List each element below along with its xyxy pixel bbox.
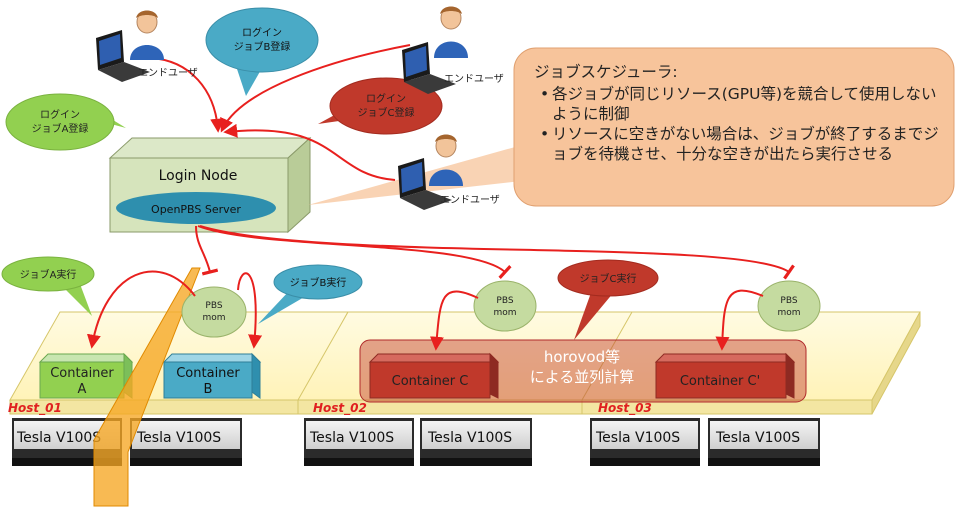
pbs-mom-line-2: mom — [493, 308, 516, 318]
host-01-label: Host_01 — [8, 401, 62, 416]
end-user-1: エンドユーザ — [96, 10, 198, 82]
gpu-label: Tesla V100S — [715, 430, 800, 446]
openpbs-server-label: OpenPBS Server — [151, 203, 241, 216]
dispatch-host-03 — [199, 225, 795, 280]
pbs-mom-line-2: mom — [777, 308, 800, 318]
arrow-user-3 — [223, 123, 396, 181]
gpu-label: Tesla V100S — [595, 430, 680, 446]
gpu-card: Tesla V100S — [708, 418, 820, 466]
gpu-label: Tesla V100S — [136, 430, 221, 446]
person-icon — [434, 6, 468, 58]
gpu-label: Tesla V100S — [309, 430, 394, 446]
openpbs-server — [116, 192, 276, 224]
gpu-label: Tesla V100S — [16, 430, 101, 446]
end-user-3: エンドユーザ — [398, 134, 500, 210]
exec-arrow-c-prime — [715, 289, 764, 351]
bubble-run-c: ジョブC実行 — [557, 259, 659, 340]
laptop-icon — [402, 42, 456, 94]
container-c-prime: Container C' — [654, 352, 796, 399]
bubble-run-b: ジョブB実行 — [258, 264, 363, 324]
container-c-prime-label: Container C' — [680, 374, 760, 389]
bubble-login-a: ログイン ジョブA登録 — [5, 93, 126, 151]
container-c: Container C — [368, 352, 500, 399]
bubble-login-a-line-1: ログイン — [40, 108, 80, 121]
bubble-login-a-line-2: ジョブA登録 — [32, 122, 89, 135]
laptop-icon — [398, 158, 452, 210]
login-node: Login Node OpenPBS Server — [108, 136, 312, 234]
gpu-card: Tesla V100S — [420, 418, 532, 466]
dispatch-host-02 — [197, 225, 512, 279]
scheduler-note-bullet: リソースに空きがない場合は、ジョブが終了するまでジョブを待機させ、十分な空きが出… — [540, 124, 944, 164]
note-pointer — [308, 140, 548, 205]
bubble-run-b-label: ジョブB実行 — [290, 276, 347, 289]
pbs-mom-host-02: PBS mom — [473, 280, 537, 332]
pbs-mom-host-03: PBS mom — [757, 280, 821, 332]
bubble-run-a: ジョブA実行 — [1, 256, 95, 316]
bubble-run-c-label: ジョブC実行 — [580, 272, 637, 285]
horovod-line-1: horovod等 — [544, 348, 620, 366]
gpu-card: Tesla V100S — [304, 418, 414, 466]
pbs-mom-line-1: PBS — [205, 301, 222, 311]
horovod-line-2: による並列計算 — [530, 368, 635, 386]
laptop-icon — [96, 30, 150, 82]
person-icon — [429, 134, 463, 186]
scheduler-note-heading: ジョブスケジューラ: — [534, 63, 678, 81]
container-a-line-1: Container — [50, 366, 114, 381]
scheduler-note-list: 各ジョブが同じリソース(GPU等)を競合して使用しないように制御 リソースに空き… — [534, 84, 944, 164]
exec-arrow-b — [237, 272, 263, 349]
scheduler-note-bullet: 各ジョブが同じリソース(GPU等)を競合して使用しないように制御 — [540, 84, 944, 124]
arrow-user-2 — [220, 44, 411, 133]
container-c-label: Container C — [392, 374, 469, 389]
bubble-login-b-line-2: ジョブB登録 — [234, 40, 291, 53]
host-03-label: Host_03 — [598, 401, 652, 416]
container-b-line-2: B — [204, 382, 213, 397]
end-user-1-label: エンドユーザ — [138, 67, 198, 79]
pbs-mom-line-2: mom — [202, 313, 225, 323]
host-02-label: Host_02 — [313, 401, 367, 416]
pbs-mom-host-01: PBS mom — [181, 286, 247, 338]
container-b: Container B — [162, 352, 262, 399]
exec-arrow-c — [429, 290, 479, 351]
exec-arrow-a — [86, 270, 196, 349]
bubble-login-c: ログイン ジョブC登録 — [318, 77, 443, 135]
end-user-3-label: エンドユーザ — [440, 194, 500, 206]
container-a-line-2: A — [78, 382, 87, 397]
pbs-mom-line-1: PBS — [496, 296, 513, 306]
bubble-login-c-line-1: ログイン — [366, 92, 406, 105]
bubble-run-a-label: ジョブA実行 — [20, 268, 77, 281]
container-a: Container A — [38, 352, 134, 399]
person-icon — [130, 10, 164, 60]
container-b-line-1: Container — [176, 366, 240, 381]
bubble-login-b-line-1: ログイン — [242, 26, 282, 39]
gpu-card: Tesla V100S — [130, 418, 242, 466]
login-node-title: Login Node — [159, 168, 238, 184]
gpu-card: Tesla V100S — [590, 418, 700, 466]
scheduler-note: ジョブスケジューラ: 各ジョブが同じリソース(GPU等)を競合して使用しないよう… — [534, 62, 944, 164]
gpu-label: Tesla V100S — [427, 430, 512, 446]
bubble-login-b: ログイン ジョブB登録 — [205, 7, 319, 96]
end-user-2-label: エンドユーザ — [444, 73, 504, 85]
dispatch-host-01 — [195, 225, 219, 276]
end-user-2: エンドユーザ — [402, 6, 504, 94]
pbs-mom-line-1: PBS — [780, 296, 797, 306]
bubble-login-c-line-2: ジョブC登録 — [358, 106, 415, 119]
resource-divider — [93, 267, 201, 507]
